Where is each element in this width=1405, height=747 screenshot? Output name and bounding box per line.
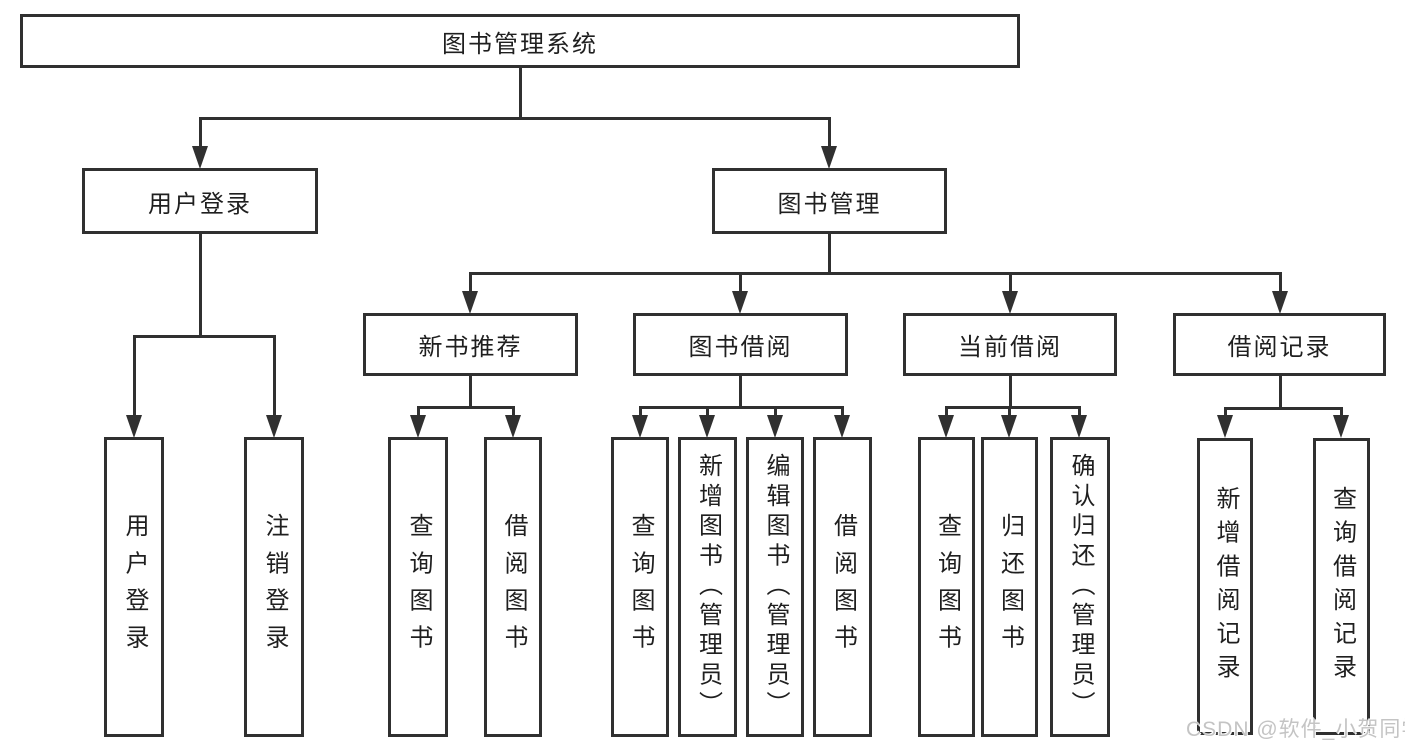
leaf-records-add-label: 新增借阅记录 — [1212, 485, 1239, 688]
connector-level2-branch — [469, 272, 1282, 275]
connector-current-stub — [1009, 375, 1012, 409]
connector-drop-leaf — [417, 406, 420, 418]
leaf-user-login: 用户登录 — [104, 437, 164, 737]
arrow-down-icon — [732, 291, 748, 314]
leaf-current-confirm-label: 确认归还（管理员） — [1067, 453, 1094, 721]
node-new-book-recommend: 新书推荐 — [363, 313, 578, 376]
leaf-borrowing-borrow-label: 借阅图书 — [829, 512, 857, 662]
connector-drop-leaf — [1008, 406, 1011, 418]
arrow-down-icon — [1272, 291, 1288, 314]
connector-drop-leaf — [841, 406, 844, 418]
node-user-login-label: 用户登录 — [148, 190, 252, 218]
leaf-logout-label: 注销登录 — [261, 512, 288, 662]
leaf-current-return-label: 归还图书 — [996, 512, 1024, 662]
leaf-newbook-borrow: 借阅图书 — [484, 437, 542, 737]
arrow-down-icon — [821, 146, 837, 169]
connector-drop-logout — [273, 335, 276, 417]
connector-drop-leaf — [706, 406, 709, 418]
arrow-down-icon — [938, 415, 954, 438]
arrow-down-icon — [1071, 415, 1087, 438]
leaf-borrowing-query: 查询图书 — [611, 437, 669, 737]
leaf-records-query-label: 查询借阅记录 — [1328, 485, 1356, 688]
node-book-borrowing-label: 图书借阅 — [688, 334, 793, 361]
connector-drop-borrowing — [739, 272, 742, 294]
node-root: 图书管理系统 — [20, 14, 1020, 68]
connector-user-login-stub — [199, 233, 202, 337]
node-user-login: 用户登录 — [82, 168, 318, 234]
node-current-borrowing: 当前借阅 — [903, 313, 1117, 376]
connector-root-stub — [519, 67, 522, 120]
connector-level1-branch — [199, 117, 831, 120]
connector-drop-leaf — [639, 406, 642, 418]
connector-drop-new-book — [469, 272, 472, 294]
connector-user-login-branch — [133, 335, 276, 338]
leaf-current-confirm: 确认归还（管理员） — [1050, 437, 1110, 737]
leaf-borrowing-add: 新增图书（管理员） — [678, 437, 737, 737]
connector-drop-leaf — [1340, 407, 1343, 418]
connector-drop-current — [1009, 272, 1012, 294]
leaf-newbook-query-label: 查询图书 — [405, 512, 432, 662]
leaf-borrowing-add-label: 新增图书（管理员） — [694, 453, 722, 721]
connector-new-book-stub — [469, 375, 472, 409]
connector-borrowing-branch — [639, 406, 844, 409]
arrow-down-icon — [1002, 291, 1018, 314]
csdn-watermark: CSDN @软件_小贺同学 — [1186, 718, 1405, 741]
connector-drop-records — [1279, 272, 1282, 294]
node-book-borrowing: 图书借阅 — [633, 313, 848, 376]
connector-drop-login — [133, 335, 136, 417]
connector-borrowing-stub — [739, 375, 742, 409]
arrow-down-icon — [1001, 415, 1017, 438]
connector-records-stub — [1279, 375, 1282, 410]
connector-new-book-branch — [417, 406, 515, 409]
node-borrowing-records: 借阅记录 — [1173, 313, 1386, 376]
connector-book-management-stub — [828, 233, 831, 275]
arrow-down-icon — [1333, 415, 1349, 438]
connector-current-branch — [945, 406, 1081, 409]
leaf-borrowing-edit-label: 编辑图书（管理员） — [762, 453, 789, 721]
node-book-management-label: 图书管理 — [777, 190, 882, 218]
arrow-down-icon — [462, 291, 478, 314]
arrow-down-icon — [410, 415, 426, 438]
connector-drop-leaf — [1078, 406, 1081, 418]
leaf-current-return: 归还图书 — [981, 437, 1038, 737]
leaf-records-query: 查询借阅记录 — [1313, 438, 1370, 735]
leaf-borrowing-borrow: 借阅图书 — [813, 437, 872, 737]
arrow-down-icon — [632, 415, 648, 438]
arrow-down-icon — [126, 415, 142, 438]
leaf-newbook-query: 查询图书 — [388, 437, 448, 737]
node-borrowing-records-label: 借阅记录 — [1227, 334, 1332, 361]
leaf-logout: 注销登录 — [244, 437, 304, 737]
node-current-borrowing-label: 当前借阅 — [958, 334, 1062, 361]
connector-drop-user-login — [199, 117, 202, 150]
connector-drop-leaf — [512, 406, 515, 418]
leaf-user-login-label: 用户登录 — [121, 512, 148, 662]
leaf-current-query: 查询图书 — [918, 437, 975, 737]
leaf-records-add: 新增借阅记录 — [1197, 438, 1253, 735]
arrow-down-icon — [192, 146, 208, 169]
node-root-label: 图书管理系统 — [442, 30, 598, 58]
node-new-book-recommend-label: 新书推荐 — [418, 334, 523, 361]
leaf-borrowing-query-label: 查询图书 — [627, 512, 654, 662]
arrow-down-icon — [1217, 415, 1233, 438]
leaf-newbook-borrow-label: 借阅图书 — [500, 512, 527, 662]
leaf-borrowing-edit: 编辑图书（管理员） — [746, 437, 804, 737]
connector-drop-book-management — [828, 117, 831, 150]
arrow-down-icon — [699, 415, 715, 438]
leaf-current-query-label: 查询图书 — [933, 512, 961, 662]
arrow-down-icon — [767, 415, 783, 438]
arrow-down-icon — [505, 415, 521, 438]
arrow-down-icon — [834, 415, 850, 438]
connector-drop-leaf — [945, 406, 948, 418]
connector-records-branch — [1224, 407, 1342, 410]
connector-drop-leaf — [1224, 407, 1227, 418]
connector-drop-leaf — [774, 406, 777, 418]
arrow-down-icon — [266, 415, 282, 438]
node-book-management: 图书管理 — [712, 168, 947, 234]
